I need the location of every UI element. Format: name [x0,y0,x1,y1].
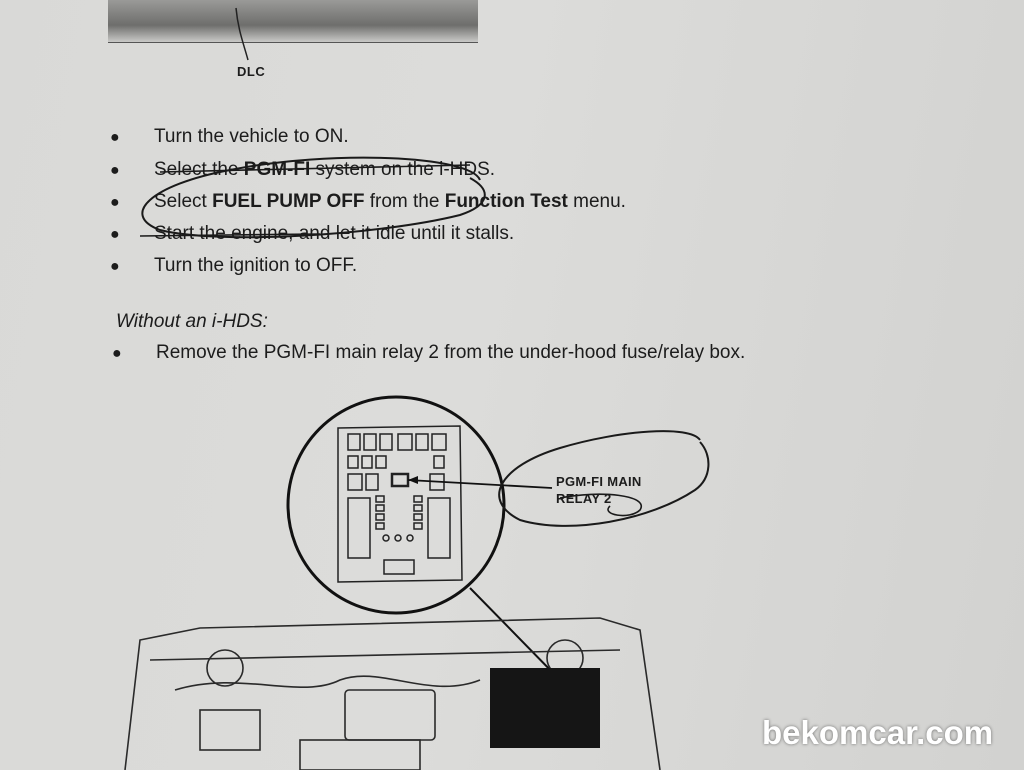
without-ihds-heading: Without an i-HDS: [116,311,268,332]
watermark: bekomcar.com [762,714,994,751]
handwritten-circle [141,156,486,239]
step-5: ●Turn the ignition to OFF. [110,255,358,276]
magnifier-circle [286,395,506,615]
dlc-label: DLC [237,64,266,79]
without-ihds-step: ●Remove the PGM-FI main relay 2 from the… [112,342,746,363]
step-1: ●Turn the vehicle to ON. [110,126,349,147]
relay-label: PGM-FI MAIN RELAY 2 [556,474,642,506]
step-3: ●Select FUEL PUMP OFF from the Function … [110,191,626,212]
dlc-photo [108,0,478,43]
relay-pointer [407,479,553,489]
guide-line [469,587,561,681]
strike-mark [159,164,471,173]
handwritten-circle [498,430,710,527]
fuse-box [337,425,463,583]
fuse-box-location [490,668,600,748]
strike-mark [139,233,321,237]
